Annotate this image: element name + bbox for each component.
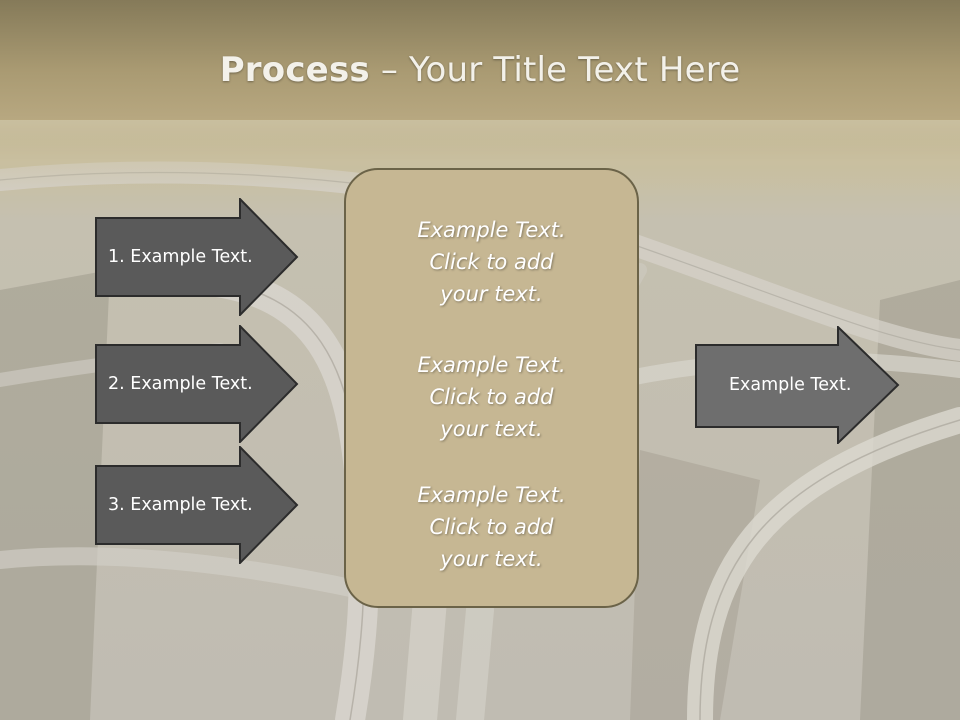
input-arrow-2[interactable]: 2. Example Text. — [95, 325, 300, 443]
center-text-line: Example Text. — [417, 353, 566, 377]
slide-title: Process – Your Title Text Here — [0, 50, 960, 90]
center-text-block-3[interactable]: Example Text. Click to add your text. — [346, 479, 637, 575]
center-text-block-1[interactable]: Example Text. Click to add your text. — [346, 214, 637, 310]
center-text-block-2[interactable]: Example Text. Click to add your text. — [346, 349, 637, 445]
center-text-line: Click to add — [429, 385, 554, 409]
center-text-line: Example Text. — [417, 483, 566, 507]
center-text-line: your text. — [440, 547, 543, 571]
center-text-line: Click to add — [429, 250, 554, 274]
title-strong: Process — [219, 50, 370, 90]
center-text-line: your text. — [440, 417, 543, 441]
output-arrow-label: Example Text. — [729, 375, 852, 395]
arrow-right-shape — [95, 198, 299, 316]
input-arrow-label: 3. Example Text. — [108, 495, 253, 515]
center-text-line: Example Text. — [417, 218, 566, 242]
input-arrow-3[interactable]: 3. Example Text. — [95, 446, 300, 564]
arrow-right-shape — [695, 326, 900, 444]
center-text-box[interactable]: Example Text. Click to add your text. Ex… — [344, 168, 639, 608]
input-arrow-label: 2. Example Text. — [108, 374, 253, 394]
arrow-right-shape — [95, 325, 299, 443]
input-arrow-1[interactable]: 1. Example Text. — [95, 198, 300, 316]
output-arrow[interactable]: Example Text. — [695, 326, 901, 444]
title-rest: – Your Title Text Here — [369, 50, 741, 90]
arrow-right-shape — [95, 446, 299, 564]
center-text-line: your text. — [440, 282, 543, 306]
center-text-line: Click to add — [429, 515, 554, 539]
input-arrow-label: 1. Example Text. — [108, 247, 253, 267]
